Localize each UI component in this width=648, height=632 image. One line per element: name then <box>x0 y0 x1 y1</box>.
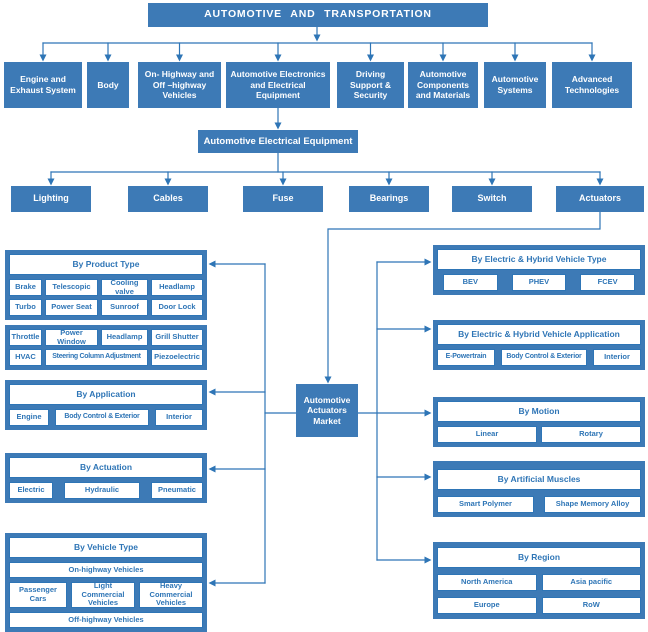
node-engine-exhaust-system: Engine and Exhaust System <box>4 62 82 108</box>
node-automotive-components-materials: Automotive Components and Materials <box>408 62 478 108</box>
section-title-application: By Application <box>9 384 203 405</box>
section-title-vehicle-type: By Vehicle Type <box>9 537 203 558</box>
item-cooling-valve: Cooling valve <box>101 278 148 296</box>
item-north-america: North America <box>437 574 537 591</box>
item-piezoelectric: Piezoelectric <box>151 349 203 366</box>
item-electric: Electric <box>9 482 53 499</box>
ehv-type-items: BEV PHEV FCEV <box>443 274 635 291</box>
section-by-vehicle-type: By Vehicle Type On-highway Vehicles Pass… <box>5 533 207 632</box>
section-title-region: By Region <box>437 547 641 568</box>
section-title-ehv-application: By Electric & Hybrid Vehicle Application <box>437 324 641 345</box>
item-heavy-commercial-vehicles: Heavy Commercial Vehicles <box>139 581 203 608</box>
node-automotive-actuators-market: Automotive Actuators Market <box>296 384 358 437</box>
node-automotive-electronics-electrical: Automotive Electronics and Electrical Eq… <box>226 62 330 108</box>
section-title-artificial-muscles: By Artificial Muscles <box>437 469 641 490</box>
node-body: Body <box>87 62 129 108</box>
item-throttle: Throttle <box>9 329 42 346</box>
product-type-grid-upper: Brake Telescopic Cooling valve Headlamp … <box>9 278 203 316</box>
item-phev: PHEV <box>511 274 567 291</box>
item-light-commercial-vehicles: Light Commercial Vehicles <box>71 581 135 608</box>
actuation-items: Electric Hydraulic Pneumatic <box>9 482 203 499</box>
item-engine: Engine <box>9 409 49 426</box>
node-automotive-systems: Automotive Systems <box>484 62 546 108</box>
root-node: AUTOMOTIVE AND TRANSPORTATION <box>148 3 488 27</box>
item-headlamp-2: Headlamp <box>101 329 148 346</box>
item-rotary: Rotary <box>541 426 641 443</box>
item-grill-shutter: Grill Shutter <box>151 329 203 346</box>
ehv-application-items: E-Powertrain Body Control & Exterior Int… <box>437 349 641 366</box>
section-title-ehv-type: By Electric & Hybrid Vehicle Type <box>437 249 641 270</box>
item-power-seat: Power Seat <box>45 299 98 316</box>
item-fcev: FCEV <box>580 274 635 291</box>
section-title-product-type: By Product Type <box>9 254 203 275</box>
item-on-highway-vehicles: On-highway Vehicles <box>9 562 203 578</box>
item-row: RoW <box>541 597 641 614</box>
item-passenger-cars: Passenger Cars <box>9 582 67 608</box>
section-title-actuation: By Actuation <box>9 457 203 478</box>
item-power-window: Power Window <box>45 328 98 346</box>
section-ehv-application: By Electric & Hybrid Vehicle Application… <box>433 320 645 370</box>
node-on-off-highway-vehicles: On- Highway and Off –highway Vehicles <box>138 62 221 108</box>
item-body-control-exterior-2: Body Control & Exterior <box>501 349 587 366</box>
item-linear: Linear <box>437 426 537 443</box>
item-brake: Brake <box>9 279 42 296</box>
section-by-product-type-lower: Throttle Power Window Headlamp Grill Shu… <box>5 325 207 370</box>
node-bearings: Bearings <box>349 186 429 212</box>
region-items-row1: North America Asia pacific <box>437 574 641 591</box>
node-fuse: Fuse <box>243 186 323 212</box>
section-by-product-type: By Product Type Brake Telescopic Cooling… <box>5 250 207 320</box>
product-type-grid-lower: Throttle Power Window Headlamp Grill Shu… <box>9 328 203 366</box>
item-pneumatic: Pneumatic <box>151 482 203 499</box>
item-steering-column-adjustment: Steering Column Adjustment <box>45 349 148 366</box>
item-shape-memory-alloy: Shape Memory Alloy <box>544 496 641 513</box>
node-advanced-technologies: Advanced Technologies <box>552 62 632 108</box>
item-hvac: HVAC <box>9 349 42 366</box>
application-items: Engine Body Control & Exterior Interior <box>9 409 203 426</box>
item-europe: Europe <box>437 597 537 614</box>
node-driving-support-security: Driving Support & Security <box>337 62 404 108</box>
section-by-actuation: By Actuation Electric Hydraulic Pneumati… <box>5 453 207 503</box>
node-cables: Cables <box>128 186 208 212</box>
item-asia-pacific: Asia pacific <box>541 574 641 591</box>
item-hydraulic: Hydraulic <box>64 482 140 499</box>
item-off-highway-vehicles: Off-highway Vehicles <box>9 612 203 628</box>
node-switch: Switch <box>452 186 532 212</box>
item-interior: Interior <box>155 409 203 426</box>
motion-items: Linear Rotary <box>437 426 641 443</box>
node-lighting: Lighting <box>11 186 91 212</box>
item-body-control-exterior: Body Control & Exterior <box>55 409 149 426</box>
item-e-powertrain: E-Powertrain <box>437 349 495 366</box>
section-by-region: By Region North America Asia pacific Eur… <box>433 542 645 619</box>
node-automotive-electrical-equipment: Automotive Electrical Equipment <box>198 130 358 153</box>
item-telescopic: Telescopic <box>45 279 98 296</box>
section-by-application: By Application Engine Body Control & Ext… <box>5 380 207 430</box>
item-turbo: Turbo <box>9 299 42 316</box>
node-actuators: Actuators <box>556 186 644 212</box>
item-interior-2: Interior <box>593 349 641 366</box>
item-door-lock: Door Lock <box>151 299 203 316</box>
item-bev: BEV <box>443 274 498 291</box>
section-title-motion: By Motion <box>437 401 641 422</box>
region-items-row2: Europe RoW <box>437 597 641 614</box>
item-headlamp-1: Headlamp <box>151 279 203 296</box>
section-by-motion: By Motion Linear Rotary <box>433 397 645 447</box>
section-artificial-muscles: By Artificial Muscles Smart Polymer Shap… <box>433 461 645 517</box>
item-sunroof: Sunroof <box>101 299 148 316</box>
section-ehv-type: By Electric & Hybrid Vehicle Type BEV PH… <box>433 245 645 295</box>
item-smart-polymer: Smart Polymer <box>437 496 534 513</box>
artificial-muscles-items: Smart Polymer Shape Memory Alloy <box>437 496 641 513</box>
vehicle-type-items: Passenger Cars Light Commercial Vehicles… <box>9 581 203 608</box>
